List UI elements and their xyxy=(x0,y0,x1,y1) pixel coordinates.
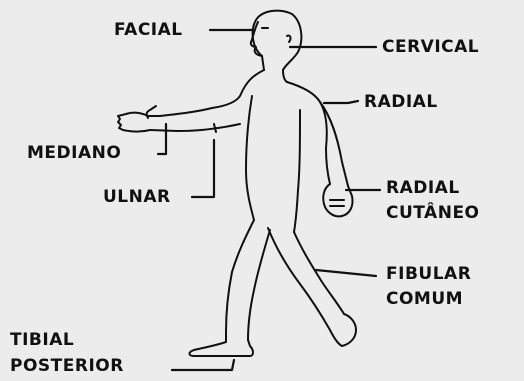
leader-ulnar xyxy=(192,140,214,197)
label-fibular-comum-line2: COMUM xyxy=(386,289,463,310)
leader-lines xyxy=(158,30,380,370)
leader-tibial-posterior xyxy=(172,360,234,370)
torso xyxy=(212,70,327,232)
label-radial: RADIAL xyxy=(364,92,438,113)
label-radial-cutaneo-line2: CUTÂNEO xyxy=(386,203,480,224)
front-leg xyxy=(268,228,356,346)
leader-mediano xyxy=(158,124,166,154)
label-ulnar: ULNAR xyxy=(103,187,171,208)
leader-fibular-comum xyxy=(316,270,376,276)
label-facial: FACIAL xyxy=(114,20,183,41)
label-fibular-comum-line1: FIBULAR xyxy=(386,264,471,285)
label-mediano: MEDIANO xyxy=(27,143,121,164)
front-arm xyxy=(118,106,240,132)
label-tibial-posterior-line1: TIBIAL xyxy=(10,330,74,351)
label-radial-cutaneo-line1: RADIAL xyxy=(386,178,460,199)
back-leg xyxy=(190,220,271,356)
leader-radial xyxy=(324,101,358,103)
label-tibial-posterior-line2: POSTERIOR xyxy=(10,356,124,377)
label-cervical: CERVICAL xyxy=(382,37,479,58)
